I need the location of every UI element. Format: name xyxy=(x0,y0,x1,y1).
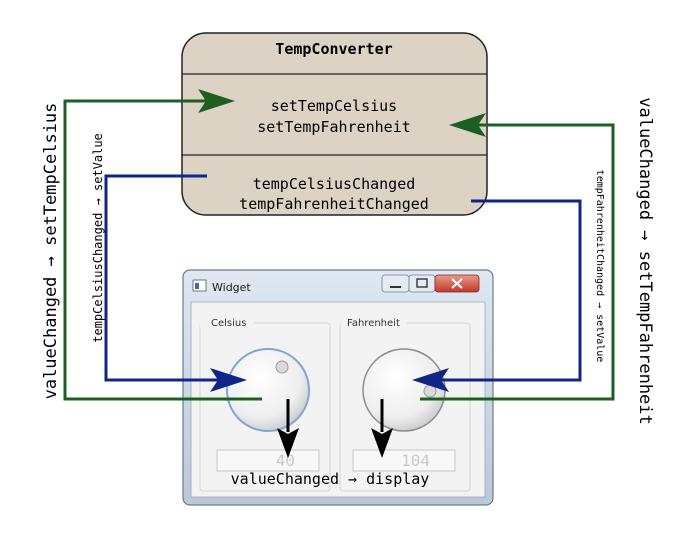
class-title: TempConverter xyxy=(275,40,392,58)
celsius-lcd: 40 xyxy=(216,449,320,472)
arrowhead-fahrenheit-set-value xyxy=(412,368,449,392)
arrowhead-set-temp-celsius xyxy=(198,89,235,113)
close-button[interactable] xyxy=(434,274,480,293)
arrowhead-fahrenheit-display xyxy=(371,428,393,458)
maximize-button[interactable] xyxy=(408,274,436,293)
celsius-dial-notch xyxy=(275,360,289,374)
label-right-outer: valueChanged → setTempFahrenheit xyxy=(635,97,655,425)
arrowhead-set-temp-fahrenheit xyxy=(449,113,486,137)
window-title: Widget xyxy=(212,281,251,294)
connection-fahrenheit-display xyxy=(371,399,393,458)
fahrenheit-lcd-value: 104 xyxy=(401,451,430,470)
slot-set-temp-fahrenheit: setTempFahrenheit xyxy=(257,118,411,136)
widget-window: Widget Celsius Fahrenheit xyxy=(182,269,494,506)
connection-left-outer xyxy=(63,89,262,401)
maximize-icon xyxy=(416,278,428,288)
groupbox-fahrenheit-label: Fahrenheit xyxy=(347,318,400,329)
connection-left-inner xyxy=(104,174,247,392)
signal-temp-celsius-changed: tempCelsiusChanged xyxy=(253,175,416,193)
celsius-dial[interactable] xyxy=(226,348,310,432)
groupbox-fahrenheit-label-bg xyxy=(341,314,407,328)
arrowhead-celsius-set-value xyxy=(210,368,247,392)
label-value-changed-display: valueChanged → display xyxy=(231,470,430,488)
groupbox-celsius-label: Celsius xyxy=(211,318,246,329)
groupbox-celsius-label-bg xyxy=(200,314,254,328)
label-left-outer: valueChanged → setTempCelsius xyxy=(41,103,61,400)
connection-right-inner xyxy=(412,199,582,392)
label-left-inner: tempCelsiusChanged → setValue xyxy=(91,133,105,343)
close-icon xyxy=(451,278,463,289)
window-app-icon xyxy=(192,279,207,292)
label-right-inner: tempFahrenheitChanged → setValue xyxy=(594,170,605,363)
connection-right-outer xyxy=(420,113,615,401)
arrowhead-celsius-display xyxy=(277,428,299,458)
signal-temp-fahrenheit-changed: tempFahrenheitChanged xyxy=(239,195,429,213)
fahrenheit-lcd: 104 xyxy=(352,449,456,472)
connection-celsius-display xyxy=(277,399,299,458)
class-box-tempconverter: TempConverter setTempCelsius setTempFahr… xyxy=(181,32,488,216)
fahrenheit-dial[interactable] xyxy=(362,348,446,432)
celsius-lcd-value: 40 xyxy=(276,451,295,470)
slot-set-temp-celsius: setTempCelsius xyxy=(271,97,397,115)
groupbox-celsius xyxy=(199,322,331,492)
minimize-button[interactable] xyxy=(381,274,410,293)
